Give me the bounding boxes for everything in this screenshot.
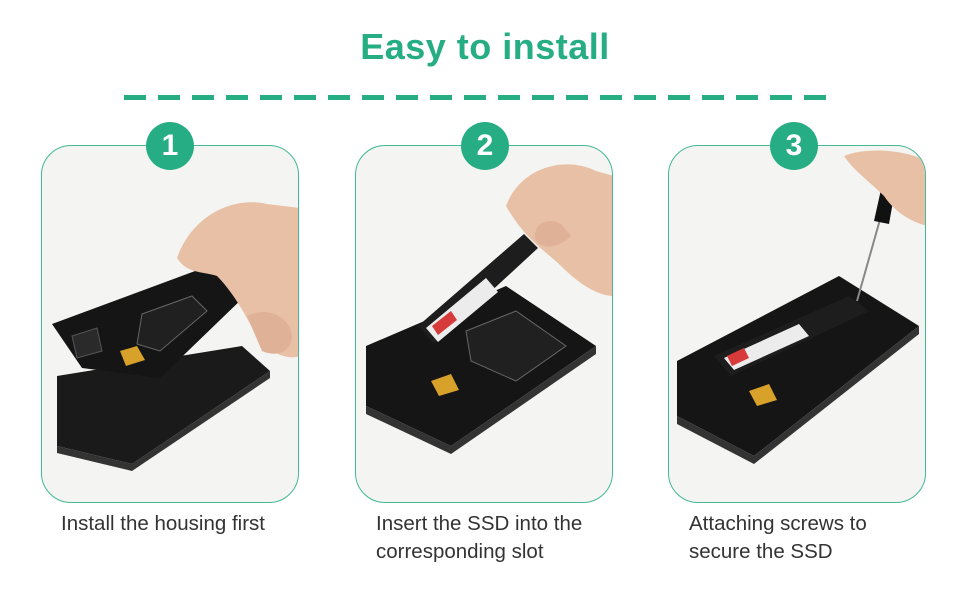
step-3-photo-panel [668,145,926,503]
step-3-caption-line2: secure the SSD [689,540,833,563]
step-2-caption-line1: Insert the SSD into the [376,512,583,535]
step-3-caption-line1: Attaching screws to [689,512,867,535]
step-2-caption-line2: corresponding slot [376,540,544,563]
screw-attach-illustration [677,150,925,464]
step-1-photo-panel [41,145,299,503]
step-3-badge: 3 [770,122,818,170]
ssd-insert-illustration [366,164,612,454]
step-2-photo-panel [355,145,613,503]
step-1-caption-line1: Install the housing first [61,512,265,535]
page-title: Easy to install [360,26,610,67]
housing-install-illustration [52,202,298,471]
step-1-badge: 1 [146,122,194,170]
step-1-caption: Install the housing first [61,510,265,538]
step-3-caption: Attaching screws to secure the SSD [689,510,867,566]
dashed-divider [124,95,836,100]
step-2-caption: Insert the SSD into the corresponding sl… [376,510,582,566]
step-2-badge: 2 [461,122,509,170]
